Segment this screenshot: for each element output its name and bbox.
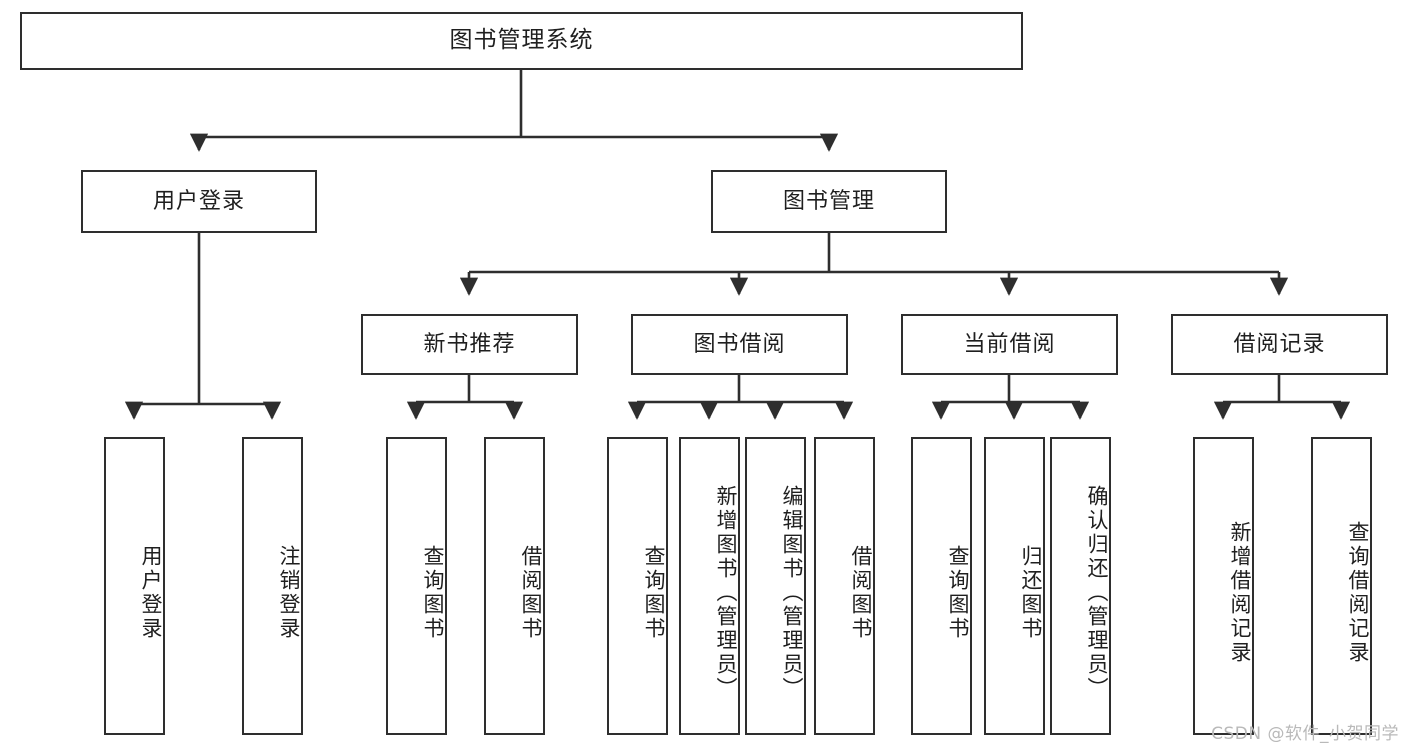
node-label: 借阅图书: [519, 545, 543, 641]
leaf-query-books-borrow[interactable]: 查询图书: [607, 437, 668, 735]
node-label: 借阅图书: [849, 545, 873, 641]
node-label: 归还图书: [1019, 545, 1043, 641]
node-label: 借阅记录: [1233, 331, 1326, 357]
leaf-add-borrow-record[interactable]: 新增借阅记录: [1193, 437, 1254, 735]
node-label: 确认归还（管理员）: [1085, 485, 1109, 701]
node-label: 用户登录: [139, 545, 163, 641]
csdn-watermark: CSDN @软件_小贺同学: [1211, 724, 1399, 744]
node-current-borrowing[interactable]: 当前借阅: [901, 314, 1118, 375]
leaf-borrow-books-newbook[interactable]: 借阅图书: [484, 437, 545, 735]
leaf-query-books-newbook[interactable]: 查询图书: [386, 437, 447, 735]
node-user-login[interactable]: 用户登录: [81, 170, 317, 233]
node-label: 查询图书: [946, 545, 970, 641]
leaf-add-book-admin[interactable]: 新增图书（管理员）: [679, 437, 740, 735]
node-label: 查询图书: [642, 545, 666, 641]
node-label: 编辑图书（管理员）: [780, 485, 804, 701]
node-label: 新书推荐: [423, 331, 516, 357]
node-label: 图书管理系统: [449, 27, 594, 54]
node-borrowing-records[interactable]: 借阅记录: [1171, 314, 1388, 375]
leaf-return-books[interactable]: 归还图书: [984, 437, 1045, 735]
node-book-borrowing[interactable]: 图书借阅: [631, 314, 848, 375]
node-root-book-management-system[interactable]: 图书管理系统: [20, 12, 1023, 70]
node-label: 查询图书: [421, 545, 445, 641]
node-new-book-recommendation[interactable]: 新书推荐: [361, 314, 578, 375]
leaf-edit-book-admin[interactable]: 编辑图书（管理员）: [745, 437, 806, 735]
node-label: 查询借阅记录: [1346, 521, 1370, 665]
node-label: 新增借阅记录: [1228, 521, 1252, 665]
leaf-borrow-books[interactable]: 借阅图书: [814, 437, 875, 735]
leaf-query-books-current[interactable]: 查询图书: [911, 437, 972, 735]
leaf-confirm-return-admin[interactable]: 确认归还（管理员）: [1050, 437, 1111, 735]
leaf-query-borrow-record[interactable]: 查询借阅记录: [1311, 437, 1372, 735]
node-label: 用户登录: [152, 188, 245, 214]
node-label: 图书借阅: [693, 331, 786, 357]
node-book-management[interactable]: 图书管理: [711, 170, 947, 233]
node-label: 新增图书（管理员）: [714, 485, 738, 701]
leaf-user-login[interactable]: 用户登录: [104, 437, 165, 735]
leaf-logout[interactable]: 注销登录: [242, 437, 303, 735]
node-label: 注销登录: [277, 545, 301, 641]
node-label: 图书管理: [782, 188, 875, 214]
node-label: 当前借阅: [963, 331, 1056, 357]
